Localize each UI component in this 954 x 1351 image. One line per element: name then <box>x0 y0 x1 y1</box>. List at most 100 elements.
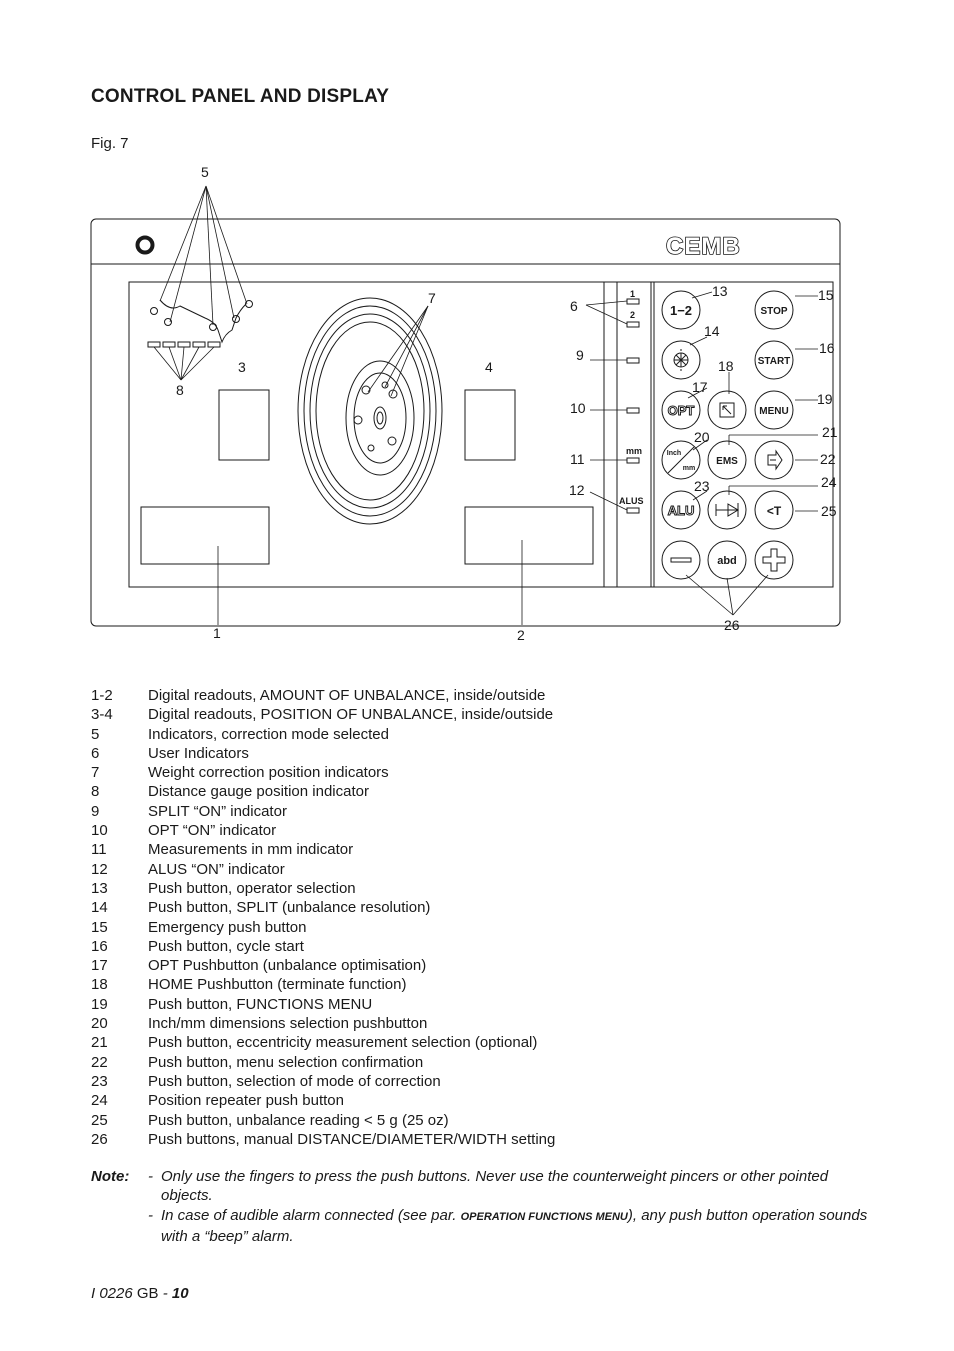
operator-button-label: 1−2 <box>670 303 692 318</box>
callout-24: 24 <box>821 474 837 490</box>
position-repeater-icon <box>715 503 739 517</box>
operator-selection-button[interactable] <box>661 290 701 330</box>
legend-number: 12 <box>91 860 108 878</box>
led-user-1 <box>626 298 640 305</box>
readout-2 <box>464 506 594 565</box>
callout-6: 6 <box>570 298 578 314</box>
legend-description: OPT Pushbutton (unbalance optimisation) <box>148 957 427 975</box>
callout-9: 9 <box>576 347 584 363</box>
callout-5: 5 <box>201 164 209 180</box>
stop-button[interactable] <box>754 290 794 330</box>
wheel-icon <box>297 297 443 525</box>
note-text-1: Only use the fingers to press the push b… <box>161 1168 829 1205</box>
callout-17: 17 <box>692 379 708 395</box>
menu-button[interactable] <box>754 390 794 430</box>
legend-description: Measurements in mm indicator <box>148 841 354 859</box>
callout-15: 15 <box>818 287 834 303</box>
brand-logo: CEMB <box>666 233 741 260</box>
legend-description: Indicators, correction mode selected <box>148 725 389 743</box>
callout-10: 10 <box>570 400 586 416</box>
readout-3 <box>218 389 270 461</box>
callout-26: 26 <box>724 617 740 633</box>
split-icon <box>673 349 689 371</box>
split-button[interactable] <box>661 340 701 380</box>
legend-description: Position repeater push button <box>148 1092 344 1110</box>
note-dash-2: - <box>148 1206 153 1224</box>
rim-profile-icon <box>150 299 253 344</box>
plus-icon <box>762 548 786 572</box>
opt-button[interactable] <box>661 390 701 430</box>
legend-description: Push button, SPLIT (unbalance resolution… <box>148 899 431 917</box>
legend-number: 21 <box>91 1034 108 1052</box>
legend-description: User Indicators <box>148 744 249 762</box>
start-button[interactable] <box>754 340 794 380</box>
alu-button[interactable] <box>661 490 701 530</box>
lt-button[interactable] <box>754 490 794 530</box>
legend-number: 5 <box>91 725 100 743</box>
home-button[interactable] <box>707 390 747 430</box>
plus-button[interactable] <box>754 540 794 580</box>
legend-number: 16 <box>91 937 108 955</box>
footer-sep: - <box>158 1285 172 1302</box>
panel-frame <box>90 218 841 627</box>
legend-number: 26 <box>91 1130 108 1148</box>
legend-description: Push button, FUNCTIONS MENU <box>148 995 373 1013</box>
confirm-button[interactable] <box>754 440 794 480</box>
legend-description: Push button, cycle start <box>148 937 304 955</box>
callout-13: 13 <box>712 283 728 299</box>
callout-20: 20 <box>694 429 710 445</box>
minus-button[interactable] <box>661 540 701 580</box>
legend-number: 11 <box>91 841 107 859</box>
led-mm <box>626 457 640 464</box>
note-item-2: - In case of audible alarm connected (se… <box>91 1206 871 1247</box>
legend-description: Emergency push button <box>148 918 307 936</box>
legend-item: 12 ALUS “ON” indicator <box>91 860 871 879</box>
led-alus <box>626 507 640 514</box>
legend-number: 23 <box>91 1072 108 1090</box>
legend-item: 11 Measurements in mm indicator <box>91 840 871 859</box>
legend-description: Weight correction position indicators <box>148 764 389 782</box>
callout-3: 3 <box>238 359 246 375</box>
inch-mm-button[interactable] <box>661 440 701 480</box>
display-area <box>128 281 834 588</box>
abd-button[interactable] <box>707 540 747 580</box>
led-user-2 <box>626 321 640 328</box>
confirm-icon <box>767 449 783 471</box>
legend-number: 20 <box>91 1015 108 1033</box>
legend-description: Push buttons, manual DISTANCE/DIAMETER/W… <box>148 1130 556 1148</box>
menu-button-label: MENU <box>759 406 788 417</box>
page-number: 10 <box>171 1285 189 1302</box>
legend-number: 13 <box>91 879 108 897</box>
position-repeater-button[interactable] <box>707 490 747 530</box>
legend-item: 16 Push button, cycle start <box>91 937 871 956</box>
page-title: CONTROL PANEL AND DISPLAY <box>91 86 390 107</box>
control-panel-diagram: CEMB 1 2 mm ALUS 1−2 STOP START OPT MENU… <box>90 164 841 643</box>
note-item-1: - Only use the fingers to press the push… <box>91 1167 871 1206</box>
mm-label: mm <box>683 465 695 472</box>
callout-4: 4 <box>485 359 493 375</box>
legend-number: 9 <box>91 802 100 820</box>
legend-description: ALUS “ON” indicator <box>148 860 285 878</box>
callout-2: 2 <box>517 627 525 643</box>
callout-11: 11 <box>570 451 585 467</box>
note-ref: OPERATION FUNCTIONS MENU <box>460 1210 628 1223</box>
legend-description: Digital readouts, AMOUNT OF UNBALANCE, i… <box>148 687 546 704</box>
callout-18: 18 <box>718 358 734 374</box>
legend-description: OPT “ON” indicator <box>148 822 277 840</box>
callout-7: 7 <box>428 290 436 306</box>
doc-lang: GB <box>136 1285 159 1302</box>
callout-12: 12 <box>569 482 585 498</box>
ems-button[interactable] <box>707 440 747 480</box>
